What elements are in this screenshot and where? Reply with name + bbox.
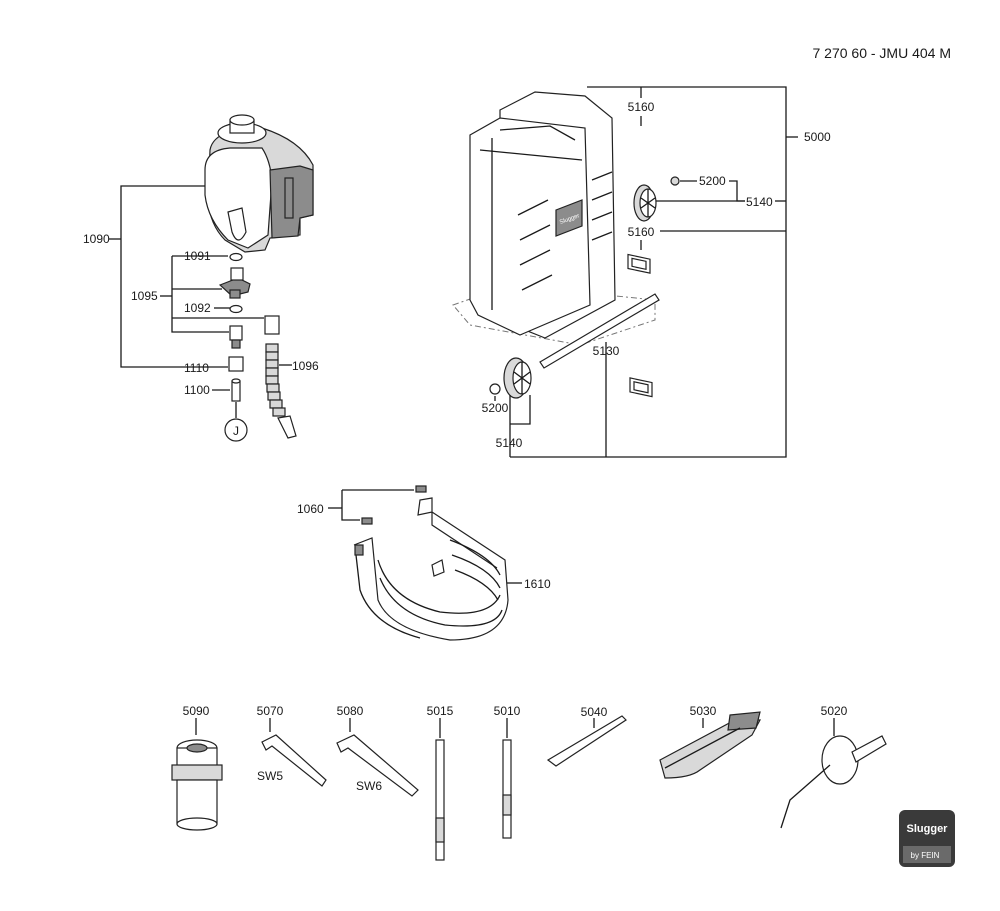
hex-key-sw6 bbox=[336, 718, 419, 797]
coolant-tank-assembly bbox=[204, 114, 314, 253]
callout-1610: 1610 bbox=[524, 577, 551, 591]
case-parts bbox=[489, 176, 680, 399]
strap-5030 bbox=[659, 711, 761, 779]
ejector-pin-5010 bbox=[502, 718, 512, 839]
callout-5030: 5030 bbox=[690, 704, 717, 718]
label-sw6: SW6 bbox=[356, 779, 382, 793]
basket-leader-lines bbox=[328, 489, 522, 584]
callout-5160-upper: 5160 bbox=[628, 100, 655, 114]
right-leader-lines bbox=[494, 86, 798, 458]
valve-parts bbox=[218, 252, 251, 402]
callout-1091: 1091 bbox=[184, 249, 211, 263]
label-sw5: SW5 bbox=[257, 769, 283, 783]
hex-key-sw5 bbox=[261, 718, 327, 787]
callout-5070: 5070 bbox=[257, 704, 284, 718]
callout-5010: 5010 bbox=[494, 704, 521, 718]
callout-5000: 5000 bbox=[804, 130, 831, 144]
reference-j: J bbox=[233, 424, 239, 438]
drift-5040 bbox=[546, 715, 627, 767]
callout-5015: 5015 bbox=[427, 704, 454, 718]
callout-5140-upper: 5140 bbox=[746, 195, 773, 209]
centering-pin-5020 bbox=[780, 718, 887, 829]
callout-5200-lower: 5200 bbox=[482, 401, 509, 415]
callout-1090: 1090 bbox=[83, 232, 110, 246]
callout-5200-upper: 5200 bbox=[699, 174, 726, 188]
carrying-case: Slugger bbox=[452, 91, 656, 346]
callout-5160-lower: 5160 bbox=[628, 225, 655, 239]
left-leader-lines bbox=[109, 185, 292, 418]
callout-1092: 1092 bbox=[184, 301, 211, 315]
callout-5080: 5080 bbox=[337, 704, 364, 718]
guard-basket bbox=[353, 485, 509, 641]
reference-circle-j bbox=[224, 418, 248, 442]
callout-1095: 1095 bbox=[131, 289, 158, 303]
slugger-by-fein-logo: Slugger by FEIN bbox=[899, 810, 955, 867]
callout-1096: 1096 bbox=[292, 359, 319, 373]
callout-1110: 1110 bbox=[184, 361, 209, 375]
flexible-hose bbox=[264, 315, 297, 439]
logo-byline: by FEIN bbox=[911, 851, 940, 860]
adapter-5090 bbox=[171, 718, 223, 831]
ejector-pin-5015 bbox=[435, 718, 445, 861]
callout-5140-lower: 5140 bbox=[496, 436, 523, 450]
callout-1060: 1060 bbox=[297, 502, 324, 516]
logo-brand: Slugger bbox=[907, 823, 949, 835]
callout-5130: 5130 bbox=[593, 344, 620, 358]
callout-5090: 5090 bbox=[183, 704, 210, 718]
callout-5020: 5020 bbox=[821, 704, 848, 718]
callout-1100: 1100 bbox=[184, 383, 210, 397]
drawing-title: 7 270 60 - JMU 404 M bbox=[812, 45, 951, 61]
callout-5040: 5040 bbox=[581, 705, 608, 719]
